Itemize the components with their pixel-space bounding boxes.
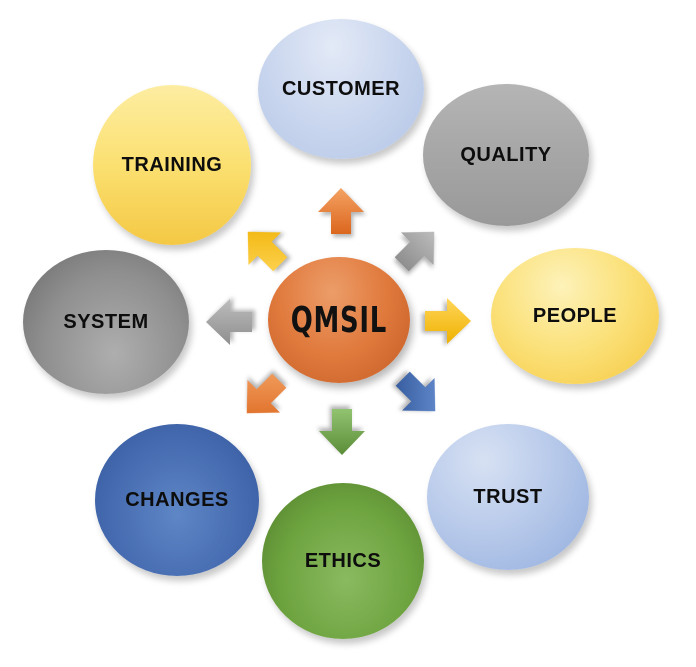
node-people-label: PEOPLE <box>532 304 618 327</box>
node-changes-label: CHANGES <box>125 488 229 511</box>
arrow-down-right-icon <box>395 371 436 412</box>
node-training-label: TRAINING <box>121 153 223 176</box>
arrow-up-left-icon <box>247 231 288 272</box>
center-label: QMSIL <box>290 299 388 341</box>
node-training: TRAINING <box>93 85 251 245</box>
node-center-qmsil: QMSIL <box>268 257 410 383</box>
node-customer: CUSTOMER <box>258 19 424 159</box>
arrow-up-icon <box>318 188 364 234</box>
node-customer-label: CUSTOMER <box>281 77 401 100</box>
node-system: SYSTEM <box>23 250 189 394</box>
arrow-left-icon <box>206 299 252 345</box>
node-trust: TRUST <box>427 424 589 570</box>
arrow-right-icon <box>425 298 471 344</box>
node-trust-label: TRUST <box>473 485 543 508</box>
node-quality: QUALITY <box>423 84 589 226</box>
node-quality-label: QUALITY <box>460 143 552 166</box>
node-people: PEOPLE <box>491 248 659 384</box>
node-ethics: ETHICS <box>262 483 424 639</box>
node-changes: CHANGES <box>95 424 259 576</box>
arrow-down-left-icon <box>246 373 287 414</box>
node-system-label: SYSTEM <box>63 310 149 333</box>
arrow-down-icon <box>319 409 365 455</box>
node-ethics-label: ETHICS <box>304 549 382 572</box>
arrow-up-right-icon <box>394 231 435 272</box>
